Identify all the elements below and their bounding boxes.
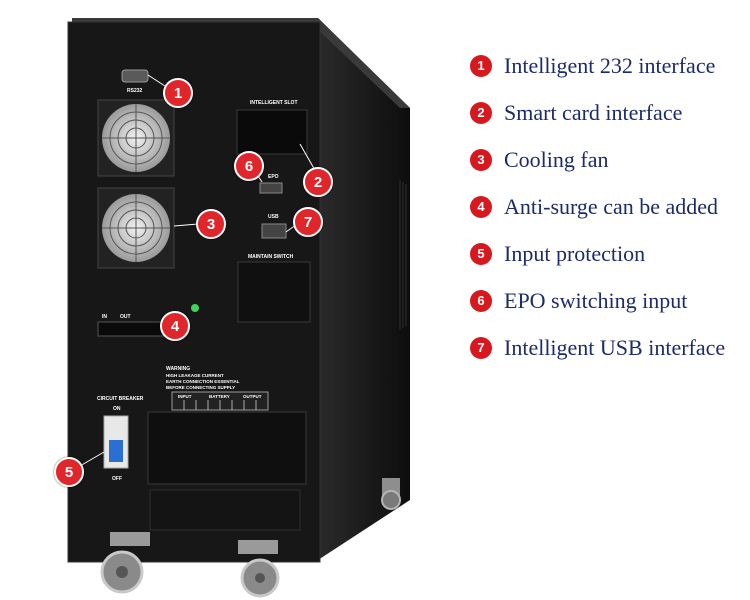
svg-text:EARTH CONNECTION ESSENTIAL: EARTH CONNECTION ESSENTIAL: [166, 379, 240, 384]
legend-item: 3 Cooling fan: [470, 136, 750, 183]
cooling-fan-bottom: [97, 187, 175, 269]
caster-right: [238, 540, 280, 598]
warning-label: WARNING HIGH LEAKAGE CURRENT EARTH CONNE…: [166, 366, 240, 390]
terminal-strip: INPUT BATTERY OUTPUT: [171, 391, 269, 411]
svg-text:HIGH LEAKAGE CURRENT: HIGH LEAKAGE CURRENT: [166, 373, 224, 378]
svg-text:BATTERY: BATTERY: [209, 394, 230, 399]
legend-label: EPO switching input: [504, 287, 688, 313]
legend-label: Intelligent USB interface: [504, 334, 726, 360]
cooling-fan-top: [97, 99, 175, 177]
marker-6: 6: [234, 151, 264, 181]
in-label: IN: [102, 314, 107, 320]
rs232-port: [121, 69, 149, 83]
legend-badge: 6: [470, 289, 492, 312]
out-label: OUT: [120, 314, 131, 320]
legend-badge: 5: [470, 242, 492, 265]
epo-label: EPO: [268, 174, 279, 180]
legend-item: 4 Anti-surge can be added: [470, 183, 750, 230]
legend-item: 1 Intelligent 232 interface: [470, 42, 750, 89]
legend-label: Cooling fan: [504, 146, 609, 172]
marker-1: 1: [163, 78, 193, 108]
rs232-label: RS232: [127, 88, 143, 94]
svg-text:INPUT: INPUT: [178, 394, 192, 399]
in-out-sockets: [97, 321, 165, 337]
svg-text:OUTPUT: OUTPUT: [243, 394, 262, 399]
legend-item: 7 Intelligent USB interface: [470, 324, 750, 371]
intelligent-slot-label: INTELLIGENT SLOT: [250, 100, 298, 106]
side-vents: [399, 180, 407, 330]
marker-3: 3: [196, 209, 226, 239]
terminal-cover: [147, 411, 307, 485]
legend-label: Anti-surge can be added: [504, 193, 719, 219]
svg-text:WARNING: WARNING: [166, 366, 190, 372]
legend-badge: 4: [470, 195, 492, 218]
marker-5: 5: [54, 457, 84, 487]
usb-port: [261, 223, 287, 239]
legend-badge: 3: [470, 148, 492, 171]
circuit-breaker-label: CIRCUIT BREAKER: [97, 396, 144, 402]
breaker-on-label: ON: [113, 406, 121, 412]
legend-badge: 2: [470, 101, 492, 124]
marker-2: 2: [303, 167, 333, 197]
legend-item: 5 Input protection: [470, 230, 750, 277]
legend-label: Smart card interface: [504, 99, 683, 125]
legend-item: 6 EPO switching input: [470, 277, 750, 324]
feature-legend: 1 Intelligent 232 interface 2 Smart card…: [470, 42, 750, 371]
caster-back: [381, 478, 401, 510]
marker-7: 7: [293, 207, 323, 237]
epo-port: [259, 182, 283, 194]
maintain-switch-panel: [237, 261, 311, 323]
legend-label: Intelligent 232 interface: [504, 52, 716, 78]
intelligent-slot: [236, 109, 308, 155]
legend-label: Input protection: [504, 240, 646, 266]
cable-entry-plate: [149, 489, 301, 531]
legend-item: 2 Smart card interface: [470, 89, 750, 136]
legend-badge: 1: [470, 54, 492, 77]
caster-left: [100, 532, 150, 594]
status-led: [191, 304, 199, 312]
breaker-off-label: OFF: [112, 476, 122, 482]
legend-badge: 7: [470, 336, 492, 359]
cabinet-side: [318, 18, 410, 560]
maintain-switch-label: MAINTAIN SWITCH: [248, 254, 294, 260]
usb-label: USB: [268, 214, 279, 220]
marker-4: 4: [160, 311, 190, 341]
svg-text:BEFORE CONNECTING SUPPLY: BEFORE CONNECTING SUPPLY: [166, 385, 235, 390]
